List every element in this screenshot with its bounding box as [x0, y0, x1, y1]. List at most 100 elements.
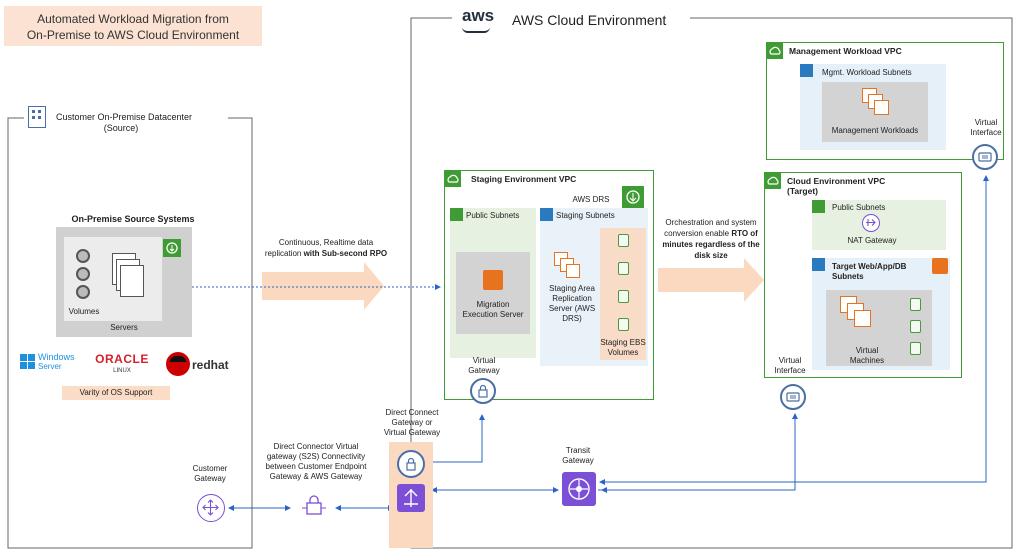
replication-text-bold: with Sub-second RPO	[303, 249, 388, 258]
target-ec2-icon	[932, 258, 948, 274]
cloud-vi-label-2: Interface	[774, 366, 806, 375]
replication-line-2: replication with Sub-second RPO	[256, 249, 396, 259]
cloud-public-subnets-label: Public Subnets	[832, 203, 886, 212]
ec2-icon	[483, 270, 503, 290]
direct-connect-label-2: Gateway or	[391, 418, 433, 427]
ebs-volume-icon	[618, 262, 629, 275]
mgmt-virtual-interface-icon	[972, 144, 998, 170]
staging-virtual-gateway-icon	[470, 378, 496, 404]
aws-logo-smile	[462, 27, 490, 33]
mgmt-vi-label-2: Interface	[970, 128, 1002, 137]
vpc-cloud-icon	[445, 171, 461, 187]
staging-vgw-label-1: Virtual	[472, 356, 496, 365]
replication-text-normal: replication	[264, 249, 304, 258]
staging-subnets: Staging Subnets Staging Area Replication…	[540, 208, 648, 366]
vpc-cloud-icon	[765, 173, 781, 189]
linux-logo-text: LINUX	[113, 368, 131, 374]
drs-agent-icon	[163, 239, 181, 257]
direct-connect-label-1: Direct Connect	[385, 408, 439, 417]
mgmt-workloads-label: Management Workloads	[831, 126, 919, 135]
replication-server-icon	[554, 252, 580, 278]
replication-server-label-3: Server (AWS	[548, 304, 596, 313]
direct-connect-gateway-icon	[397, 450, 425, 478]
ebs-volume-icon	[618, 290, 629, 303]
orchestration-line-2: conversion enable RTO of	[652, 229, 770, 239]
ebs-volume-icon	[618, 318, 629, 331]
mgmt-vpc-label: Management Workload VPC	[789, 46, 902, 56]
target-volume-icon	[910, 342, 921, 355]
customer-gateway-label-2: Gateway	[194, 474, 226, 483]
cloud-public-subnets: Public Subnets NAT Gateway	[812, 200, 946, 250]
migration-server-label-2: Execution Server	[462, 310, 524, 319]
volume-icon	[76, 267, 90, 281]
ebs-label-1: Staging EBS	[600, 338, 646, 347]
virtual-machines-label-2: Machines	[849, 356, 885, 365]
onprem-title: On-Premise Source Systems	[71, 214, 195, 224]
windows-server-logo: Windows Server	[20, 352, 82, 376]
replication-line-1: Continuous, Realtime data	[278, 238, 374, 247]
aws-logo: aws	[462, 6, 495, 25]
direct-connect-label-3: Virtual Gateway	[383, 428, 441, 437]
replication-arrow	[262, 262, 384, 310]
cloud-vpc-label-2: (Target)	[787, 186, 819, 196]
migration-server-label-1: Migration	[476, 300, 510, 309]
oracle-logo-text: ORACLE	[95, 352, 149, 366]
transit-label-2: Gateway	[562, 456, 594, 465]
mgmt-subnets: Mgmt. Workload Subnets Management Worklo…	[800, 64, 946, 150]
aws-cloud-boundary	[410, 17, 1013, 549]
migration-server-panel: Migration Execution Server	[456, 252, 530, 334]
windows-logo-text-2: Server	[38, 362, 62, 371]
os-support-badge: Varity of OS Support	[62, 386, 170, 400]
dcgw-to-staging-vgw-line	[430, 414, 485, 463]
s2s-label-3: between Customer Endpoint	[265, 462, 367, 471]
title-line-1: Automated Workload Migration from	[37, 12, 229, 26]
orchestration-text-bold: RTO of	[731, 229, 758, 238]
public-subnet-lock-icon	[450, 208, 463, 221]
target-volume-icon	[910, 298, 921, 311]
orchestration-line-1: Orchestration and system	[665, 218, 757, 227]
volumes-label: Volumes	[68, 307, 100, 316]
target-subnet-lock-icon	[812, 258, 825, 271]
target-subnets: Target Web/App/DB Subnets Virtual Machin…	[812, 258, 950, 370]
staging-vgw-label-2: Gateway	[468, 366, 500, 375]
servers-label: Servers	[110, 323, 138, 332]
os-support-label: Varity of OS Support	[79, 388, 153, 397]
datacenter-label-1: Customer On-Premise Datacenter	[56, 112, 193, 122]
staging-subnets-label: Staging Subnets	[556, 211, 615, 220]
orchestration-arrow	[658, 258, 764, 302]
replication-server-label-1: Staging Area	[549, 284, 595, 293]
ebs-label-2: Volumes	[607, 348, 639, 357]
target-volume-icon	[910, 320, 921, 333]
staging-vpc-label: Staging Environment VPC	[471, 174, 577, 184]
orchestration-text-normal: conversion enable	[664, 229, 732, 238]
nat-gateway-label: NAT Gateway	[847, 236, 897, 245]
s2s-vpn-icon	[300, 492, 328, 520]
datacenter-icon	[28, 106, 46, 128]
aws-cloud-label: AWS Cloud Environment	[512, 12, 667, 28]
aws-drs-icon	[622, 186, 644, 208]
cloud-virtual-interface-icon	[780, 384, 806, 410]
mgmt-workloads-panel: Management Workloads	[822, 82, 928, 142]
aws-drs-label: AWS DRS	[572, 195, 610, 204]
redhat-logo: redhat	[166, 350, 246, 378]
datacenter-boundary	[7, 117, 253, 549]
orchestration-line-3: minutes regardless of the	[662, 240, 760, 249]
windows-logo-text-1: Windows	[38, 352, 75, 362]
volume-icon	[76, 285, 90, 299]
virtual-machines-label-1: Virtual	[855, 346, 879, 355]
title-line-2: On-Premise to AWS Cloud Environment	[26, 28, 240, 42]
cloud-vi-label-1: Virtual	[778, 356, 802, 365]
transit-gateway-icon	[562, 472, 596, 506]
s2s-label-2: gateway (S2S) Connectivity	[266, 452, 366, 461]
virtual-machines-icon	[840, 296, 872, 328]
oracle-linux-logo: ORACLE LINUX	[88, 352, 156, 378]
transit-label-1: Transit	[565, 446, 591, 455]
vpc-cloud-icon	[767, 43, 783, 59]
nat-gateway-icon	[862, 214, 880, 232]
s2s-label-4: Gateway & AWS Gateway	[269, 472, 363, 481]
transit-to-cloud-vi-line	[598, 413, 798, 491]
onprem-systems-box: Volumes Servers	[56, 227, 192, 337]
virtual-machines-panel: Virtual Machines	[826, 290, 932, 366]
redhat-logo-text: redhat	[192, 358, 229, 372]
cloud-public-subnet-lock-icon	[812, 200, 825, 213]
